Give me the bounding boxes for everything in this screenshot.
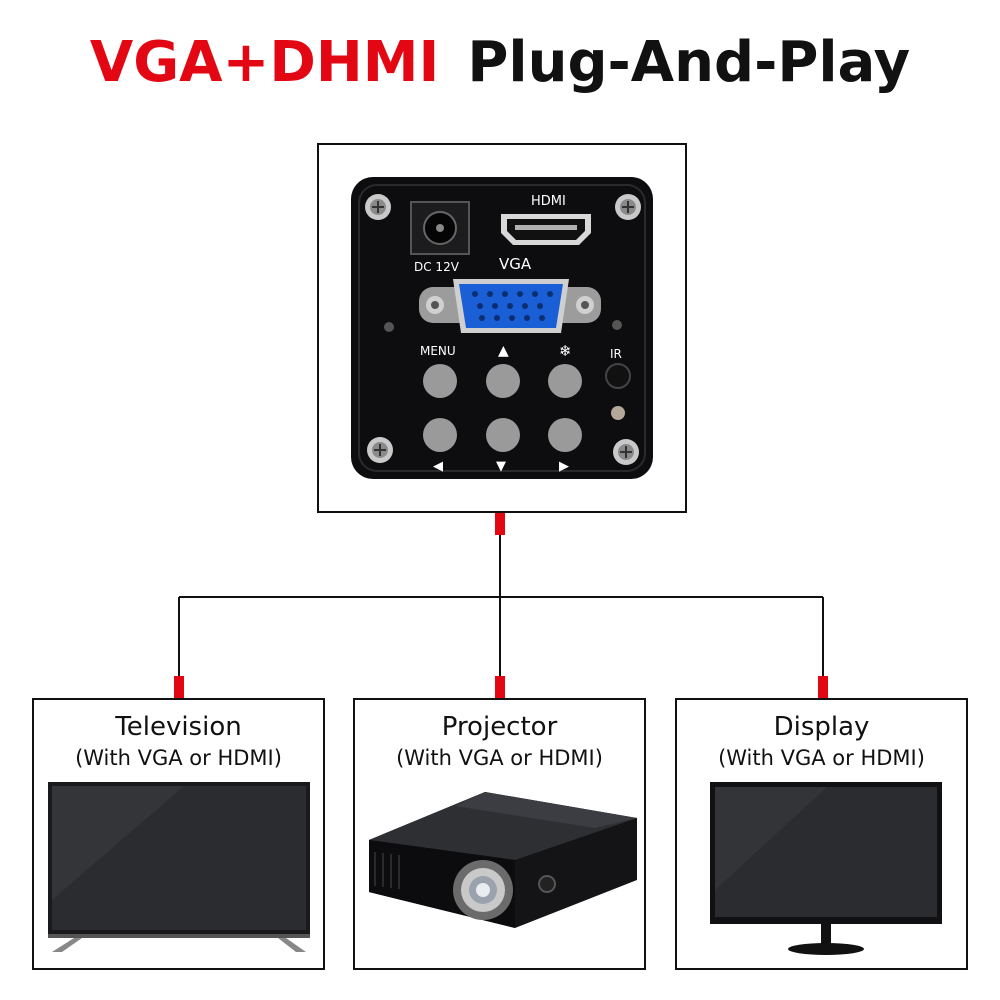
left-button: [423, 418, 457, 452]
device-television: Television (With VGA or HDMI): [32, 698, 325, 970]
title-highlight: VGA+DHMI: [89, 30, 440, 95]
camera-back-illustration: DC 12V HDMI VGA MENU ▲ ❄ IR: [351, 177, 653, 479]
down-glyph: ▼: [496, 459, 506, 474]
menu-label: MENU: [420, 344, 456, 358]
device-name: Television: [115, 712, 242, 742]
ir-sensor-icon: [605, 363, 631, 389]
ir-label: IR: [610, 347, 622, 361]
up-glyph: ▲: [498, 343, 509, 359]
dc-label: DC 12V: [414, 260, 460, 274]
left-glyph: ◀: [433, 459, 443, 474]
connector-right-marker: [818, 676, 828, 698]
down-button: [486, 418, 520, 452]
device-subtitle: (With VGA or HDMI): [718, 746, 925, 770]
screw-icon: [365, 194, 391, 220]
projector-icon: [369, 792, 637, 928]
right-button: [548, 418, 582, 452]
hdmi-label: HDMI: [531, 194, 566, 209]
freeze-glyph: ❄: [559, 342, 572, 360]
title-main: Plug-And-Play: [467, 30, 911, 95]
status-led-icon: [611, 406, 625, 420]
connector-center-marker: [495, 676, 505, 698]
right-glyph: ▶: [559, 459, 569, 474]
hdmi-port-icon: [501, 214, 591, 245]
vga-label: VGA: [499, 255, 532, 273]
freeze-button: [548, 364, 582, 398]
screw-icon: [615, 194, 641, 220]
dc-jack-icon: [410, 201, 470, 255]
vga-port-icon: [419, 279, 601, 333]
device-name: Projector: [441, 712, 558, 742]
device-subtitle: (With VGA or HDMI): [75, 746, 282, 770]
monitor-icon: [710, 782, 942, 955]
device-projector: Projector (With VGA or HDMI): [353, 698, 646, 970]
screw-icon: [613, 439, 639, 465]
up-button: [486, 364, 520, 398]
device-display: Display (With VGA or HDMI): [675, 698, 968, 970]
television-icon: [48, 782, 310, 952]
menu-button: [423, 364, 457, 398]
camera-panel: DC 12V HDMI VGA MENU ▲ ❄ IR: [317, 143, 687, 513]
device-subtitle: (With VGA or HDMI): [396, 746, 603, 770]
device-name: Display: [773, 712, 870, 742]
connector-top-marker: [495, 513, 505, 535]
connector-left-marker: [174, 676, 184, 698]
page-title: VGA+DHMI Plug-And-Play: [0, 30, 1000, 95]
screw-icon: [367, 437, 393, 463]
